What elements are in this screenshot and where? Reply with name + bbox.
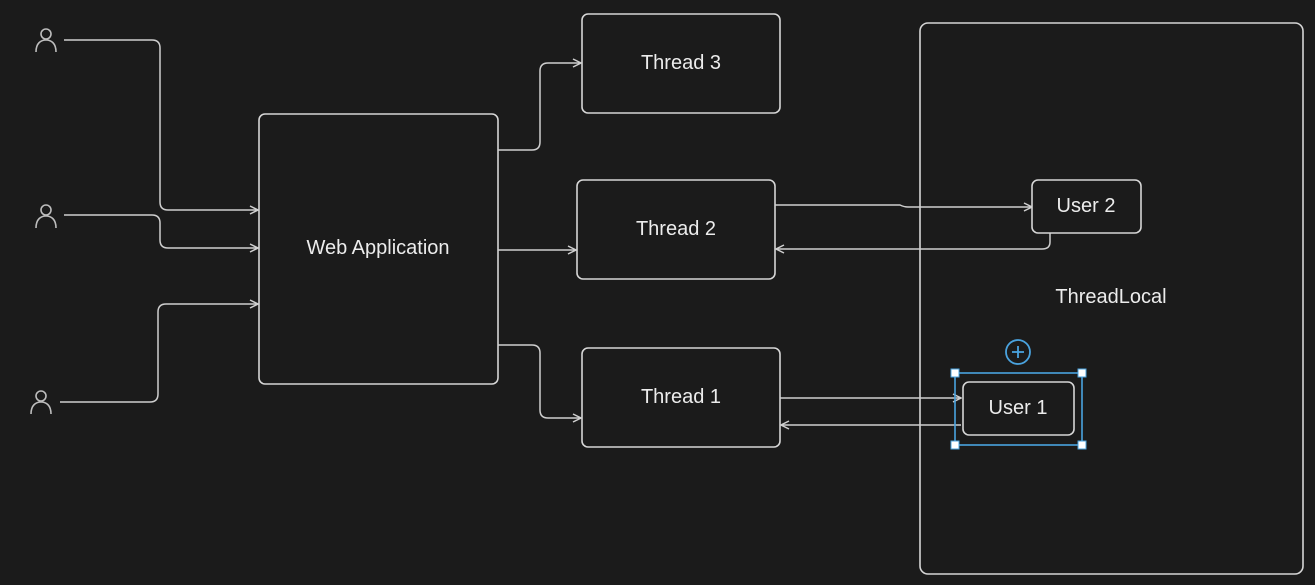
connector-user3-webapp[interactable] — [60, 304, 258, 403]
web-application-node[interactable]: Web Application — [258, 113, 499, 385]
user-1-node[interactable]: User 1 — [962, 381, 1075, 436]
user-2-label: User 2 — [1057, 195, 1116, 217]
client-user-icon-1[interactable] — [35, 28, 57, 53]
plus-circle-icon[interactable] — [1005, 339, 1031, 365]
resize-handle-bottom-left[interactable] — [950, 440, 960, 450]
thread-1-label: Thread 1 — [641, 386, 721, 408]
connector-user1-webapp[interactable] — [64, 39, 258, 210]
user-1-label: User 1 — [989, 397, 1048, 419]
thread-2-node[interactable]: Thread 2 — [576, 179, 776, 280]
client-user-icon-3[interactable] — [30, 390, 52, 415]
thread-1-node[interactable]: Thread 1 — [581, 347, 781, 448]
thread-3-label: Thread 3 — [641, 52, 721, 74]
connector-thread2-user2[interactable] — [775, 205, 1032, 207]
web-application-label: Web Application — [306, 237, 449, 259]
connector-webapp-thread3[interactable] — [498, 63, 581, 151]
threadlocal-container[interactable]: ThreadLocal — [919, 22, 1304, 575]
thread-3-node[interactable]: Thread 3 — [581, 13, 781, 114]
threadlocal-label: ThreadLocal — [1055, 286, 1166, 308]
resize-handle-top-right[interactable] — [1077, 368, 1087, 378]
resize-handle-bottom-right[interactable] — [1077, 440, 1087, 450]
client-user-icon-2[interactable] — [35, 204, 57, 229]
resize-handle-top-left[interactable] — [950, 368, 960, 378]
user-2-node[interactable]: User 2 — [1031, 179, 1142, 234]
connector-user2-thread2[interactable] — [776, 233, 1051, 249]
selection-frame[interactable] — [950, 368, 1087, 450]
connector-user2a-webapp[interactable] — [64, 214, 258, 248]
connector-webapp-thread1[interactable] — [498, 344, 581, 418]
thread-2-label: Thread 2 — [636, 218, 716, 240]
